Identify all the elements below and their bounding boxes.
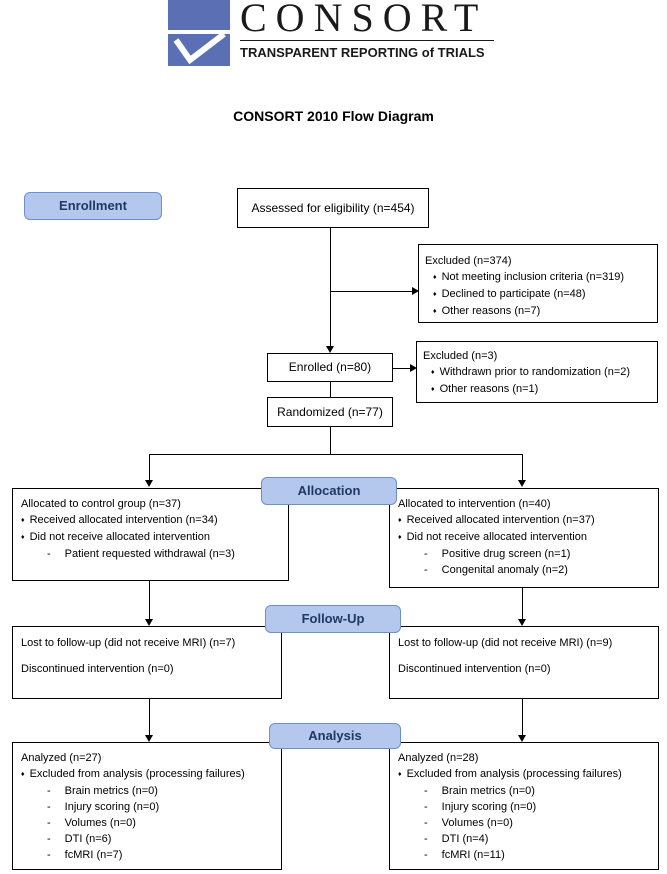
arrow-to-control-followup xyxy=(145,619,153,626)
intervention-analysis-item: DTI (n=4) xyxy=(398,831,658,847)
arrow-to-enrolled xyxy=(326,346,334,353)
intervention-analysis-item: Volumes (n=0) xyxy=(398,815,658,831)
intervention-analysis-item: fcMRI (n=11) xyxy=(398,847,658,863)
arrow-to-control-alloc xyxy=(145,480,153,487)
intervention-alloc-reason: Positive drug screen (n=1) xyxy=(398,546,658,562)
connector-enrolled-randomized xyxy=(330,382,331,397)
connector-control-analysis xyxy=(149,699,150,737)
intervention-allocation-box: Allocated to intervention (n=40) Receive… xyxy=(389,488,659,588)
consort-logo: CONSORT TRANSPARENT REPORTING of TRIALS xyxy=(168,0,508,70)
arrow-to-intervention-analysis xyxy=(518,735,526,742)
control-analysis-box: Analyzed (n=27) Excluded from analysis (… xyxy=(12,742,282,870)
excluded-box-1: Excluded (n=374) Not meeting inclusion c… xyxy=(418,244,658,323)
assessed-label: Assessed for eligibility (n=454) xyxy=(251,201,415,215)
enrolled-label: Enrolled (n=80) xyxy=(288,360,372,374)
control-analyzed: Analyzed (n=27) xyxy=(21,752,102,764)
control-analysis-item: fcMRI (n=7) xyxy=(21,847,281,863)
brand-name: CONSORT xyxy=(240,0,488,40)
arrow-to-excluded1 xyxy=(412,287,419,295)
intervention-analyzed: Analyzed (n=28) xyxy=(398,752,479,764)
control-followup-lost: Lost to follow-up (did not receive MRI) … xyxy=(21,637,236,649)
control-alloc-reason: Patient requested withdrawal (n=3) xyxy=(21,546,288,562)
control-followup-box: Lost to follow-up (did not receive MRI) … xyxy=(12,626,282,699)
connector-intervention-followup xyxy=(522,588,523,621)
intervention-alloc-not-received: Did not receive allocated intervention xyxy=(398,529,658,546)
consort-logo-mark xyxy=(168,0,230,66)
intervention-alloc-reason: Congenital anomaly (n=2) xyxy=(398,562,658,578)
excluded1-item: Declined to participate (n=48) xyxy=(425,286,657,303)
excluded2-title: Excluded (n=3) xyxy=(423,350,498,362)
stage-allocation: Allocation xyxy=(261,477,397,505)
intervention-followup-lost: Lost to follow-up (did not receive MRI) … xyxy=(398,637,613,649)
intervention-analysis-box: Analyzed (n=28) Excluded from analysis (… xyxy=(389,742,659,870)
connector-right-alloc xyxy=(522,454,523,481)
intervention-followup-box: Lost to follow-up (did not receive MRI) … xyxy=(389,626,659,699)
excluded1-item: Other reasons (n=7) xyxy=(425,303,657,320)
page-title: CONSORT 2010 Flow Diagram xyxy=(233,108,434,124)
excluded2-item: Other reasons (n=1) xyxy=(423,381,657,398)
randomized-box: Randomized (n=77) xyxy=(267,397,393,427)
brand-tagline: TRANSPARENT REPORTING of TRIALS xyxy=(240,45,485,60)
arrow-to-intervention-followup xyxy=(518,619,526,626)
stage-analysis: Analysis xyxy=(269,723,401,749)
control-alloc-not-received: Did not receive allocated intervention xyxy=(21,529,288,546)
connector-excl2 xyxy=(393,368,411,369)
connector-control-followup xyxy=(149,581,150,621)
enrolled-box: Enrolled (n=80) xyxy=(267,353,393,382)
control-alloc-received: Received allocated intervention (n=34) xyxy=(21,512,288,529)
arrow-to-control-analysis xyxy=(145,735,153,742)
connector-main xyxy=(330,228,331,351)
control-analysis-item: DTI (n=6) xyxy=(21,831,281,847)
excluded1-item: Not meeting inclusion criteria (n=319) xyxy=(425,269,657,286)
arrow-to-intervention-alloc xyxy=(518,480,526,487)
control-alloc-title: Allocated to control group (n=37) xyxy=(21,498,181,510)
randomized-label: Randomized (n=77) xyxy=(277,405,383,419)
control-allocation-box: Allocated to control group (n=37) Receiv… xyxy=(12,488,289,581)
control-followup-discontinued: Discontinued intervention (n=0) xyxy=(21,663,174,675)
excluded2-item: Withdrawn prior to randomization (n=2) xyxy=(423,364,657,381)
control-analysis-item: Volumes (n=0) xyxy=(21,815,281,831)
arrow-to-excluded2 xyxy=(410,364,417,372)
excluded-box-2: Excluded (n=3) Withdrawn prior to random… xyxy=(416,341,658,403)
connector-intervention-analysis xyxy=(522,699,523,737)
connector-excl1 xyxy=(330,291,412,292)
connector-split xyxy=(149,454,522,455)
intervention-analysis-item: Injury scoring (n=0) xyxy=(398,799,658,815)
control-analysis-item: Injury scoring (n=0) xyxy=(21,799,281,815)
stage-enrollment: Enrollment xyxy=(24,192,162,220)
excluded1-title: Excluded (n=374) xyxy=(425,255,512,267)
intervention-analysis-item: Brain metrics (n=0) xyxy=(398,783,658,799)
assessed-box: Assessed for eligibility (n=454) xyxy=(237,188,429,228)
control-analysis-excluded: Excluded from analysis (processing failu… xyxy=(21,766,281,783)
connector-randomized xyxy=(330,427,331,454)
intervention-alloc-received: Received allocated intervention (n=37) xyxy=(398,512,658,529)
connector-left-alloc xyxy=(149,454,150,481)
stage-followup: Follow-Up xyxy=(265,605,401,633)
brand-divider xyxy=(240,40,494,41)
control-analysis-item: Brain metrics (n=0) xyxy=(21,783,281,799)
intervention-alloc-title: Allocated to intervention (n=40) xyxy=(398,498,551,510)
intervention-followup-discontinued: Discontinued intervention (n=0) xyxy=(398,663,551,675)
intervention-analysis-excluded: Excluded from analysis (processing failu… xyxy=(398,766,658,783)
